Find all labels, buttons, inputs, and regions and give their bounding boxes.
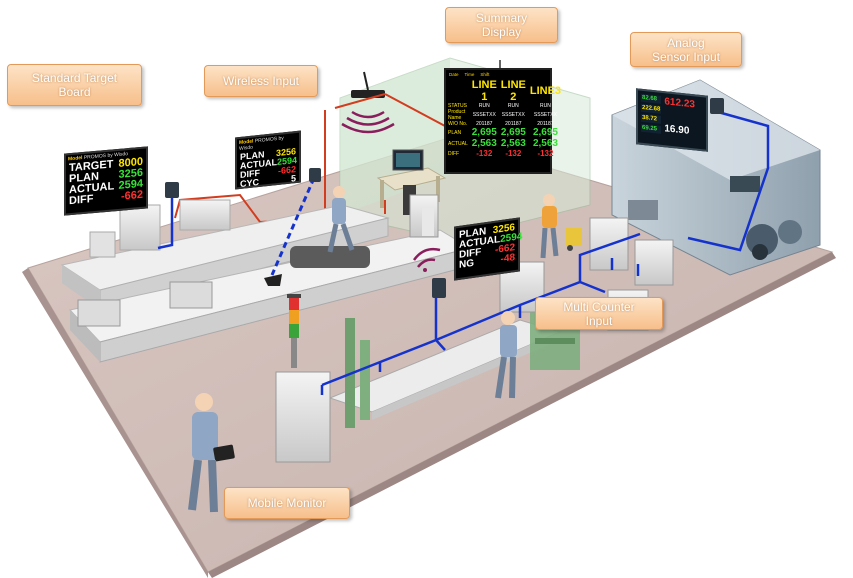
cell: 2,563 — [500, 138, 526, 149]
cell: 2,563 — [471, 138, 497, 149]
label-standard-target-board: Standard Target Board — [7, 64, 142, 106]
table-row: STATUS RUN RUN RUN — [446, 103, 563, 109]
row-key: ACTUAL — [448, 140, 468, 147]
row-value: -662 — [120, 188, 143, 203]
network-cables — [174, 93, 446, 224]
row-key: DIFF — [448, 150, 460, 157]
row-value: -48 — [500, 252, 515, 266]
sensor-reading: 38.72 — [641, 113, 662, 124]
cell: SSSETXX — [533, 112, 557, 118]
callout-text: Wireless Input — [222, 74, 300, 88]
table-row: DIFF -132 -132 -132 — [446, 149, 563, 158]
row-key: Product Name — [448, 109, 466, 121]
summary-date-label: Date — [449, 72, 459, 77]
label-multi-counter-input: Multi Counter Input — [535, 297, 663, 330]
cell: SSSETXX — [472, 112, 496, 118]
analog-sensor-display: 82.68 222.68 38.72 69.25 612.23 16.90 — [636, 88, 708, 152]
row-label: DIFF — [69, 193, 94, 208]
summary-shift-label: Shift — [480, 72, 490, 77]
cell: 2,563 — [532, 138, 558, 149]
cell: SSSETXX — [501, 112, 525, 118]
worker-at-conveyor — [495, 311, 517, 399]
cell: 2,695 — [471, 127, 497, 138]
label-wireless-input: Wireless Input — [204, 65, 318, 97]
row-value: 5 — [290, 173, 296, 184]
cell: -132 — [476, 149, 493, 158]
table-row: W/O No. 201187 201187 201187 — [446, 121, 563, 127]
worker-with-cart — [540, 194, 582, 259]
row-key: STATUS — [448, 103, 467, 109]
data-wiring — [157, 110, 770, 395]
cell: 201187 — [476, 121, 493, 127]
sensor-reading: 69.25 — [641, 123, 662, 134]
wifi-signal-icon — [412, 247, 441, 272]
row-key: PLAN — [448, 129, 462, 136]
cell: 201187 — [505, 121, 522, 127]
label-mobile-monitor: Mobile Monitor — [224, 487, 350, 519]
summary-time-label: Time — [464, 72, 475, 77]
cell: 2,695 — [532, 127, 558, 138]
line-name: LINE 2 — [500, 79, 526, 103]
cell: RUN — [540, 103, 551, 109]
cell: 201187 — [537, 121, 554, 127]
computer-desk — [376, 149, 447, 215]
sensor-reading: 82.68 — [641, 93, 662, 104]
sensor-main-reading: 612.23 — [664, 96, 695, 111]
cell: 2,695 — [500, 127, 526, 138]
sensor-secondary-reading: 16.90 — [664, 123, 690, 137]
worker-with-tablet — [188, 393, 235, 513]
row-key: W/O No. — [448, 121, 468, 127]
callout-text: Summary Display — [475, 11, 528, 39]
row-label: NG — [459, 257, 474, 271]
line-name: LINE 1 — [471, 79, 497, 103]
worker-walking — [327, 186, 355, 253]
label-summary-display: Summary Display — [445, 7, 558, 43]
callout-text: Standard Target Board — [31, 71, 118, 99]
cell: -132 — [537, 149, 554, 158]
callout-text: Mobile Monitor — [247, 496, 327, 510]
callout-text: Multi Counter Input — [563, 299, 635, 328]
callout-text: Analog Sensor Input — [651, 35, 721, 64]
table-row: Product Name SSSETXX SSSETXX SSSETXX — [446, 109, 563, 121]
wireless-link-dashed — [264, 177, 316, 286]
line-name: LINE3 — [529, 85, 562, 97]
cell: RUN — [478, 103, 490, 109]
counter-devices — [165, 98, 724, 298]
cell: -132 — [505, 149, 522, 158]
sensor-reading: 222.68 — [641, 103, 662, 114]
label-analog-sensor-input: Analog Sensor Input — [630, 32, 742, 67]
cell: RUN — [507, 103, 519, 109]
